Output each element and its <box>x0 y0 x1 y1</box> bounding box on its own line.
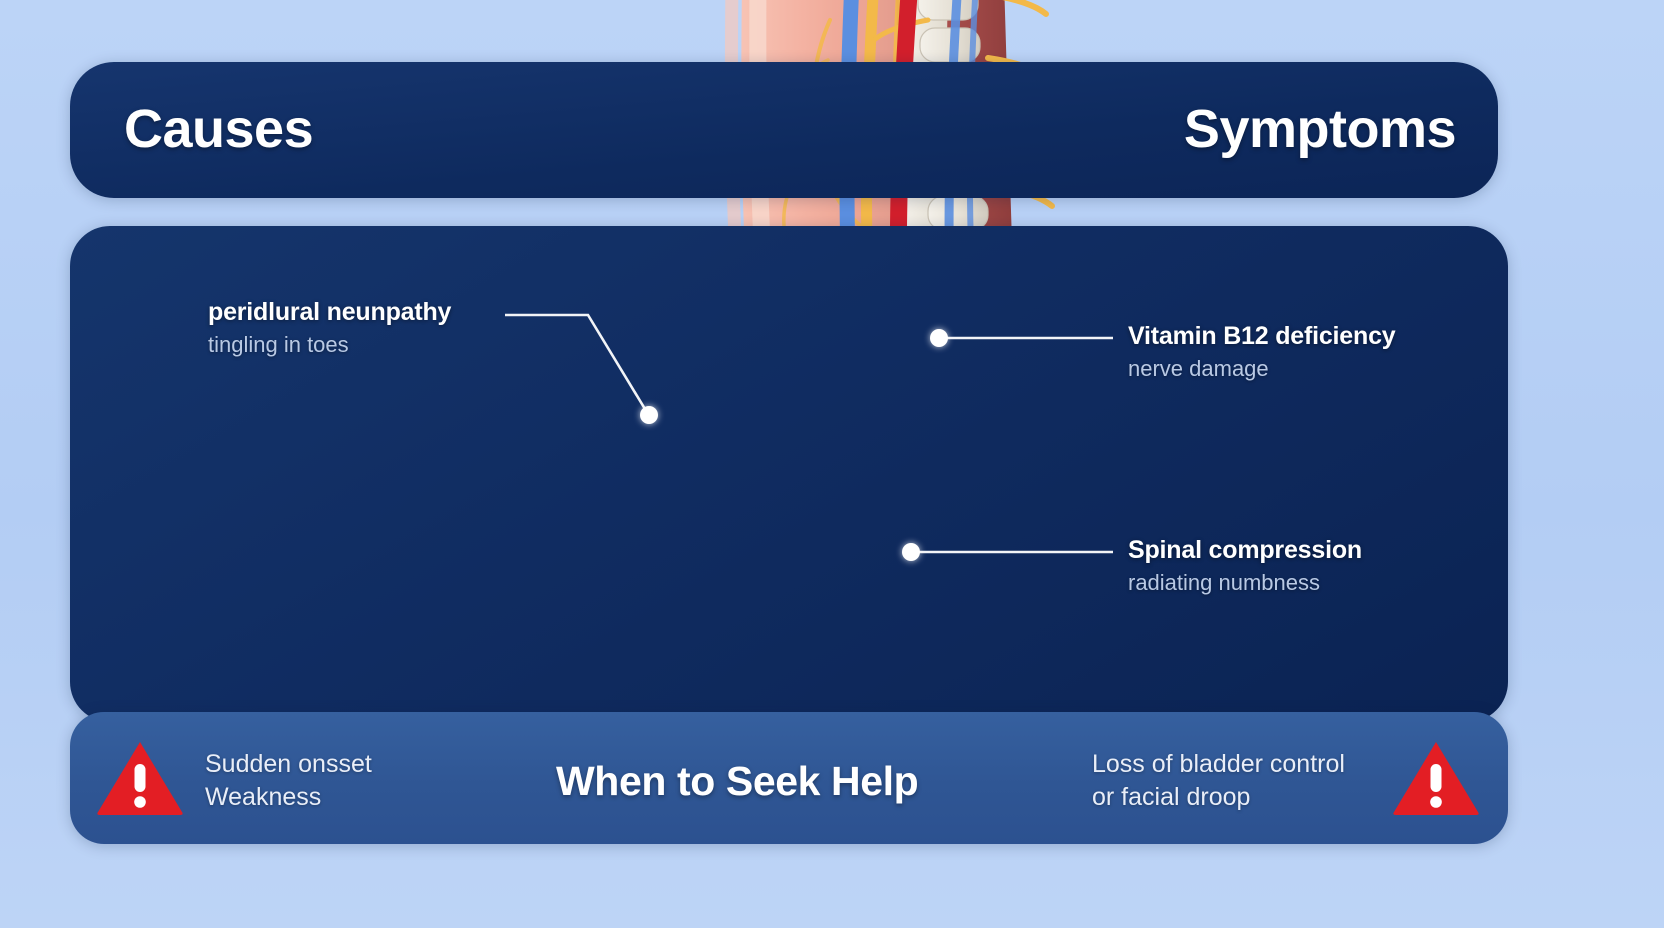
callout-dot-b12 <box>930 329 948 347</box>
warning-triangle-icon <box>1393 742 1479 815</box>
callout-vitamin-b12-deficiency: Vitamin B12 deficiency nerve damage <box>1128 322 1396 384</box>
warning-triangle-icon <box>97 742 183 815</box>
callout-dot-peripheral <box>640 406 658 424</box>
right-warning-line1: Loss of bladder control <box>1092 750 1345 778</box>
when-to-seek-help-title: When to Seek Help <box>556 758 919 804</box>
callout-dot-spinal <box>902 543 920 561</box>
when-to-seek-help-panel <box>70 712 1508 844</box>
callout-title: Vitamin B12 deficiency <box>1128 322 1396 350</box>
right-warning-text: Loss of bladder control or facial droop <box>1092 748 1345 814</box>
callout-title: peridlural neunpathy <box>208 298 452 326</box>
callout-subtitle: radiating numbness <box>1128 570 1321 595</box>
right-warning-line2: or facial droop <box>1092 783 1251 811</box>
left-warning-line2: Weakness <box>205 783 322 811</box>
callout-peripheral-neuropathy: peridlural neunpathy tingling in toes <box>208 298 451 360</box>
left-warning-line1: Sudden onsset <box>205 750 372 778</box>
causes-heading: Causes <box>124 99 314 159</box>
callout-title: Spinal compression <box>1128 536 1362 564</box>
callout-subtitle: tingling in toes <box>208 332 349 357</box>
callout-spinal-compression: Spinal compression radiating numbness <box>1128 536 1362 598</box>
symptoms-heading: Symptoms <box>1183 99 1457 159</box>
callout-subtitle: nerve damage <box>1128 356 1269 381</box>
left-warning-text: Sudden onsset Weakness <box>205 748 372 814</box>
